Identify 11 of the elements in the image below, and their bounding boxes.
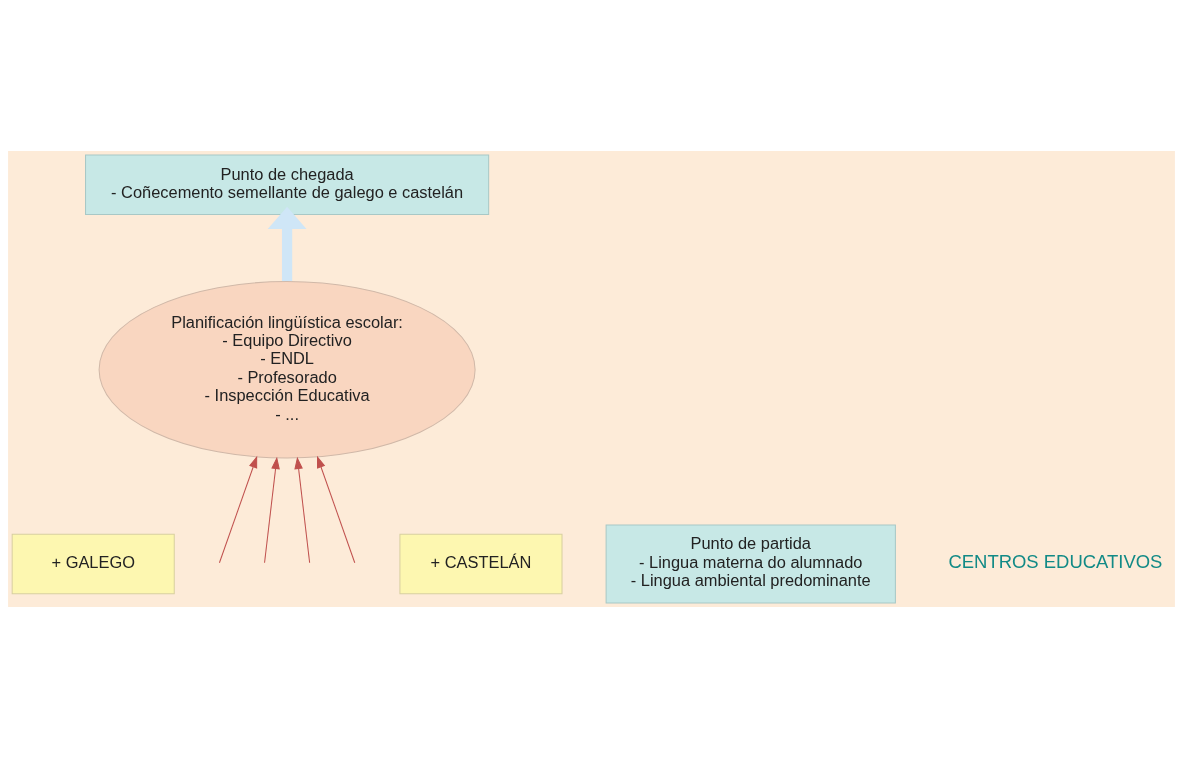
arrow <box>267 206 307 281</box>
arrow <box>218 455 258 563</box>
arrow <box>317 455 356 563</box>
node-box: + GALEGO <box>11 533 175 594</box>
node-box: Punto de chegada - Coñecemento semellante de galego e castelán <box>85 154 490 215</box>
label: CENTROS EDUCATIVOS <box>948 550 1163 572</box>
node-ellipse: Planificación lingüística escolar: - Equipo Directivo - ENDL - Profesorado - Inspección Educativa - ... <box>98 280 476 459</box>
arrow <box>264 456 280 563</box>
arrow <box>294 456 311 563</box>
node-box: Punto de partida - Lingua materna do alumnado - Lingua ambiental predominante <box>605 523 896 603</box>
node-box: + CASTELÁN <box>399 533 563 594</box>
